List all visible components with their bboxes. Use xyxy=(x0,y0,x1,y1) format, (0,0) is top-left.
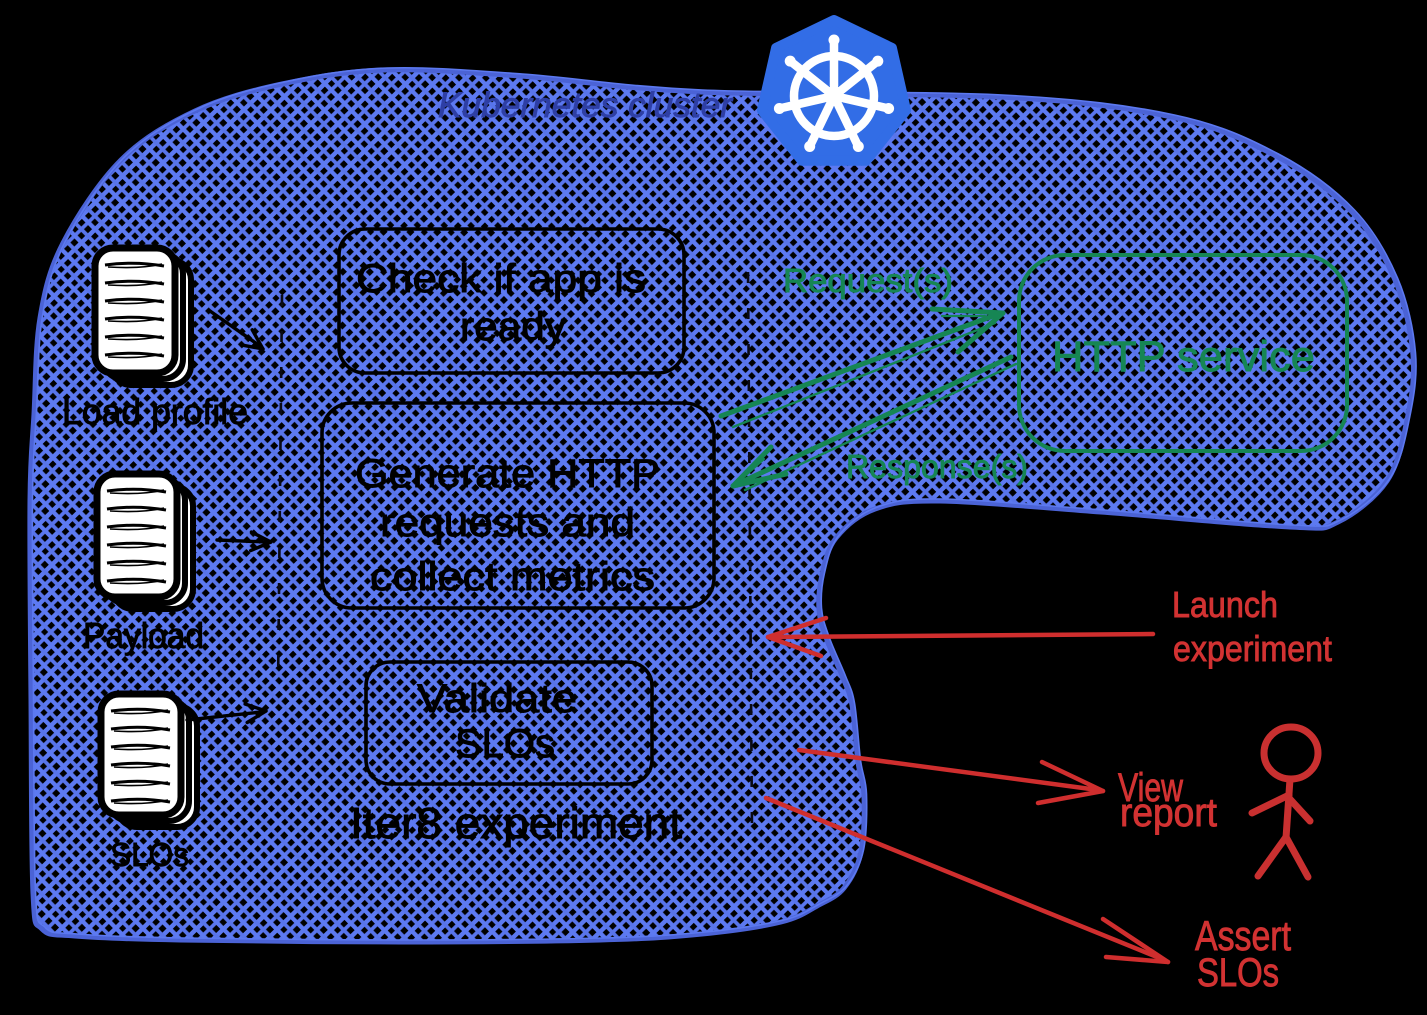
svg-text:Kubernetes cluster: Kubernetes cluster xyxy=(438,86,733,125)
svg-text:collect metrics: collect metrics xyxy=(370,555,655,599)
svg-text:requests and: requests and xyxy=(380,501,635,545)
svg-text:Generate HTTP: Generate HTTP xyxy=(355,452,660,496)
svg-text:View: View xyxy=(1118,766,1183,810)
svg-text:Assert: Assert xyxy=(1195,912,1291,959)
svg-text:Response(s): Response(s) xyxy=(846,448,1028,485)
svg-text:Request(s): Request(s) xyxy=(783,262,953,299)
svg-text:report: report xyxy=(1120,791,1217,835)
svg-text:Load profile: Load profile xyxy=(62,391,248,432)
svg-text:SLOs: SLOs xyxy=(455,722,555,766)
svg-text:SLOs: SLOs xyxy=(110,836,189,873)
svg-text:Validate: Validate xyxy=(417,677,577,721)
svg-text:Payload: Payload xyxy=(83,615,204,656)
svg-text:Check if app is: Check if app is xyxy=(356,257,646,301)
svg-text:SLOs: SLOs xyxy=(1197,951,1279,995)
svg-text:HTTP service: HTTP service xyxy=(1052,333,1315,381)
svg-text:Iter8 experiment: Iter8 experiment xyxy=(350,799,682,848)
svg-text:Launch: Launch xyxy=(1172,584,1278,625)
svg-text:ready: ready xyxy=(460,305,566,349)
svg-text:experiment: experiment xyxy=(1173,628,1332,669)
